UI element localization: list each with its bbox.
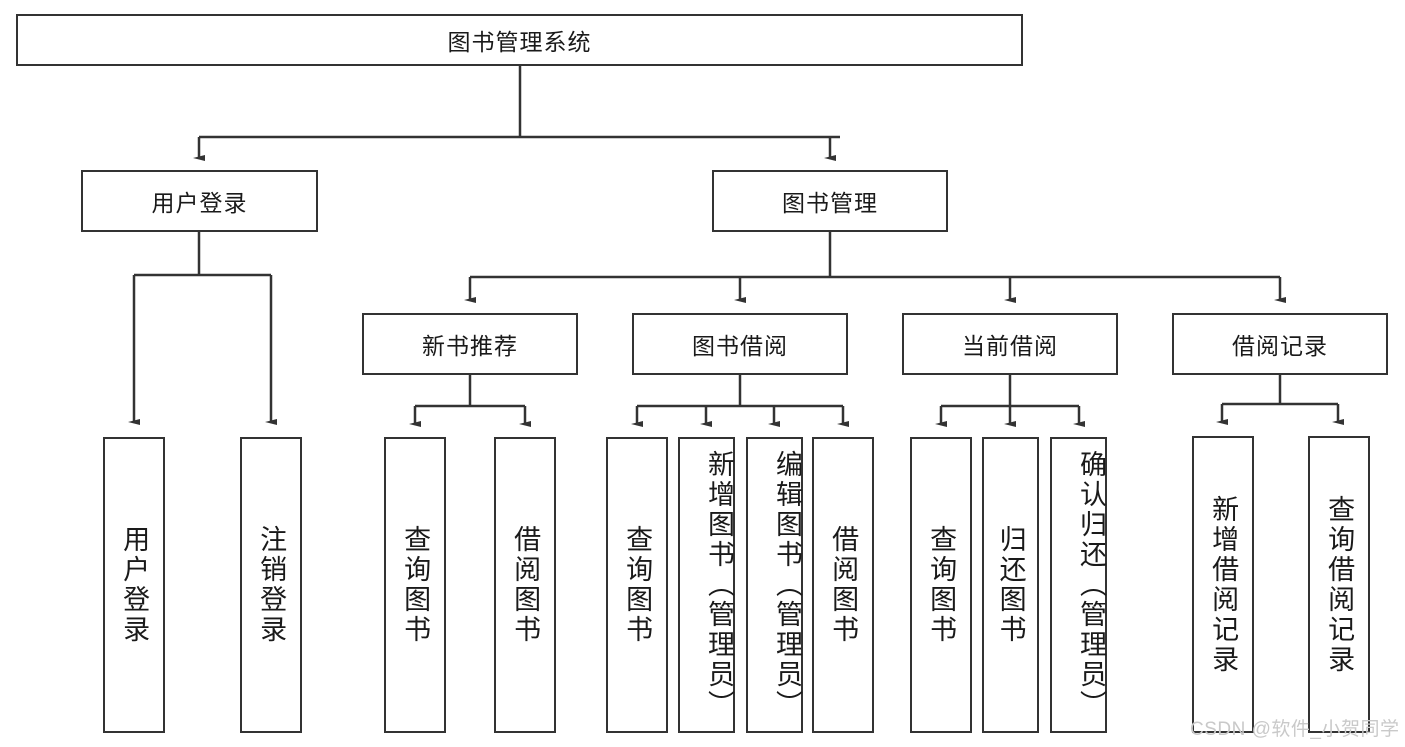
watermark: CSDN @软件_小贺同学: [1190, 719, 1400, 740]
node-leaf-borrow-book-1-label: 借阅图书: [510, 525, 541, 645]
node-user-login[interactable]: 用户登录: [81, 170, 318, 232]
node-leaf-user-logout-label: 注销登录: [256, 525, 287, 645]
node-leaf-add-record[interactable]: 新增借阅记录: [1192, 436, 1254, 733]
node-new-book-recommend[interactable]: 新书推荐: [362, 313, 578, 375]
node-leaf-query-record[interactable]: 查询借阅记录: [1308, 436, 1370, 733]
node-leaf-user-login[interactable]: 用户登录: [103, 437, 165, 733]
node-book-borrow-label: 图书借阅: [692, 333, 788, 359]
node-leaf-borrow-book-2[interactable]: 借阅图书: [812, 437, 874, 733]
node-leaf-query-book-2-label: 查询图书: [622, 525, 653, 645]
node-leaf-query-book-2[interactable]: 查询图书: [606, 437, 668, 733]
node-current-borrow-label: 当前借阅: [962, 333, 1058, 359]
node-root[interactable]: 图书管理系统: [16, 14, 1023, 66]
node-leaf-return-book-label: 归还图书: [995, 525, 1026, 645]
node-leaf-query-record-label: 查询借阅记录: [1324, 494, 1355, 675]
node-user-login-label: 用户登录: [151, 190, 248, 216]
node-leaf-confirm-return-label: 确认归还（管理员）: [1076, 450, 1106, 720]
node-borrow-record-label: 借阅记录: [1232, 333, 1328, 359]
node-leaf-user-logout[interactable]: 注销登录: [240, 437, 302, 733]
node-root-label: 图书管理系统: [447, 29, 592, 55]
node-book-borrow[interactable]: 图书借阅: [632, 313, 848, 375]
node-leaf-edit-book-label: 编辑图书（管理员）: [772, 450, 802, 720]
node-leaf-add-record-label: 新增借阅记录: [1208, 494, 1239, 675]
node-leaf-user-login-label: 用户登录: [119, 525, 150, 645]
node-leaf-confirm-return[interactable]: 确认归还（管理员）: [1050, 437, 1107, 733]
node-leaf-add-book-label: 新增图书（管理员）: [704, 450, 734, 720]
node-book-management-label: 图书管理: [782, 190, 878, 216]
node-leaf-return-book[interactable]: 归还图书: [982, 437, 1039, 733]
node-leaf-borrow-book-2-label: 借阅图书: [828, 525, 859, 645]
node-leaf-borrow-book-1[interactable]: 借阅图书: [494, 437, 556, 733]
node-leaf-edit-book[interactable]: 编辑图书（管理员）: [746, 437, 803, 733]
node-borrow-record[interactable]: 借阅记录: [1172, 313, 1388, 375]
node-leaf-query-book-1-label: 查询图书: [400, 525, 431, 645]
node-new-book-recommend-label: 新书推荐: [422, 333, 518, 359]
node-current-borrow[interactable]: 当前借阅: [902, 313, 1118, 375]
node-leaf-add-book[interactable]: 新增图书（管理员）: [678, 437, 735, 733]
node-book-management[interactable]: 图书管理: [712, 170, 948, 232]
node-leaf-query-book-3-label: 查询图书: [926, 525, 957, 645]
node-leaf-query-book-3[interactable]: 查询图书: [910, 437, 972, 733]
node-leaf-query-book-1[interactable]: 查询图书: [384, 437, 446, 733]
